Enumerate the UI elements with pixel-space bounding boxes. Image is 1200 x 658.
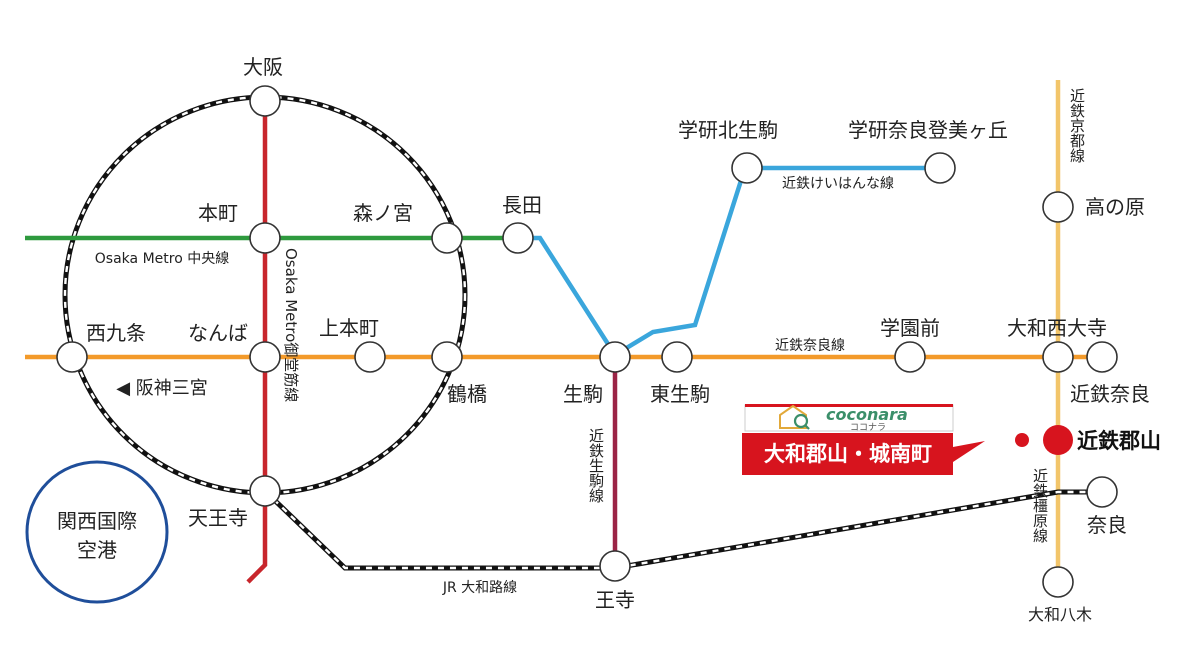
label-chuo-line: Osaka Metro 中央線 (95, 251, 229, 267)
midosuji-line (246, 100, 268, 584)
label-namba: なんば (188, 321, 248, 345)
station-tsuruhashi[interactable] (431, 341, 463, 373)
label-morinomiya: 森ノ宮 (353, 201, 413, 225)
label-yamato-saidaiji: 大和西大寺 (1007, 316, 1107, 340)
station-gakken-kita-ikoma[interactable] (731, 152, 763, 184)
station-morinomiya[interactable] (431, 222, 463, 254)
house-icon (779, 404, 810, 430)
station-namba[interactable] (249, 341, 281, 373)
label-yamato-yagi: 大和八木 (1028, 605, 1092, 624)
label-gakuen-mae: 学園前 (880, 316, 940, 340)
station-yamato-yagi[interactable] (1042, 566, 1074, 598)
label-kintetsu-kashihara-line: 近鉄橿原線 (1031, 468, 1049, 543)
label-kintetsu-ikoma-line: 近鉄生駒線 (587, 428, 605, 503)
label-tsuruhashi: 鶴橋 (447, 382, 487, 406)
label-honmachi: 本町 (198, 201, 238, 225)
station-uehommachi[interactable] (354, 341, 386, 373)
station-ikoma[interactable] (599, 341, 631, 373)
label-kintetsu-kyoto-line: 近鉄京都線 (1068, 88, 1086, 163)
station-kintetsu-nara[interactable] (1086, 341, 1118, 373)
station-gakuen-mae[interactable] (894, 341, 926, 373)
banner-text: 大和郡山・城南町 (764, 441, 932, 466)
station-gakken-nara-tomigaoka[interactable] (924, 152, 956, 184)
station-oji[interactable] (599, 550, 631, 582)
label-gakken-nara-tomigaoka: 学研奈良登美ヶ丘 (848, 118, 1008, 142)
line-labels: Osaka Metro 中央線 近鉄けいはんな線 近鉄奈良線 JR 大和路線 O… (95, 88, 1086, 596)
label-tennoji: 天王寺 (188, 506, 248, 530)
coconara-logo: coconara ココナラ (744, 404, 954, 433)
label-jr-yamatoji-line: JR 大和路線 (442, 580, 517, 596)
airport-label-line2: 空港 (77, 538, 117, 562)
label-nishikujo: 西九条 (86, 321, 146, 345)
label-ikoma: 生駒 (563, 382, 603, 406)
station-higashi-ikoma[interactable] (661, 341, 693, 373)
station-labels: 大阪 本町 森ノ宮 長田 西九条 なんば 上本町 鶴橋 生駒 東生駒 学園前 大… (86, 55, 1150, 624)
label-higashi-ikoma: 東生駒 (650, 382, 710, 406)
station-nagata[interactable] (502, 222, 534, 254)
logo-text: coconara (826, 405, 908, 424)
station-nara[interactable] (1086, 476, 1118, 508)
keihanna-line (518, 165, 940, 359)
label-uehommachi: 上本町 (319, 316, 379, 340)
label-kintetsu-nara: 近鉄奈良 (1070, 382, 1150, 406)
station-yamato-saidaiji[interactable] (1042, 341, 1074, 373)
station-kintetsu-koriyama[interactable] (1043, 425, 1073, 455)
area-banner: 大和郡山・城南町 (742, 433, 1029, 475)
location-dot (1015, 433, 1029, 447)
station-honmachi[interactable] (249, 222, 281, 254)
jr-yamatoji-line (263, 489, 1100, 571)
logo-sub: ココナラ (850, 422, 886, 433)
station-osaka[interactable] (249, 85, 281, 117)
airport-label-line1: 関西国際 (57, 509, 137, 533)
label-nara: 奈良 (1087, 513, 1127, 537)
label-takanohara: 高の原 (1085, 195, 1145, 219)
station-takanohara[interactable] (1042, 191, 1074, 223)
label-hanshin-sannomiya: ◀ 阪神三宮 (116, 378, 208, 399)
label-gakken-kita-ikoma: 学研北生駒 (678, 118, 778, 142)
station-tennoji[interactable] (249, 475, 281, 507)
label-nagata: 長田 (502, 193, 542, 217)
label-keihanna-line: 近鉄けいはんな線 (782, 176, 894, 192)
label-kintetsu-koriyama: 近鉄郡山 (1077, 429, 1161, 453)
airport-circle (25, 460, 169, 604)
label-oji: 王寺 (595, 588, 635, 612)
label-kintetsu-nara-line: 近鉄奈良線 (775, 338, 845, 354)
stations (56, 85, 1118, 598)
label-osaka: 大阪 (243, 55, 283, 79)
label-midosuji-line: Osaka Metro御堂筋線 (282, 248, 300, 402)
station-nishikujo[interactable] (56, 341, 88, 373)
